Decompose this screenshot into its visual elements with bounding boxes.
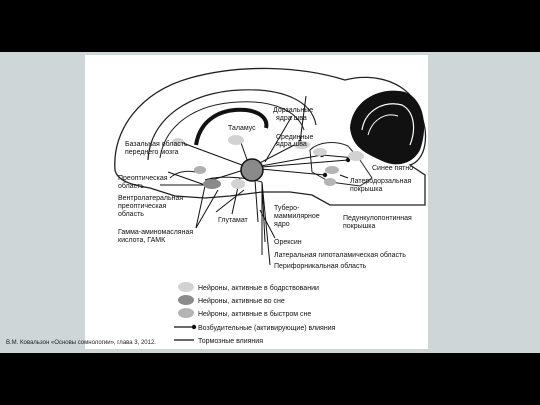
legend-excitatory-label: Возбудительные (активирующие) влияния: [198, 324, 336, 332]
orexin-wake-neurons: [231, 179, 245, 189]
label-tmn-2: маммилярное: [274, 213, 320, 220]
label-median-raphe-2: ядра шва: [276, 141, 307, 148]
label-laterodorsal-2: покрышка: [350, 186, 383, 193]
laterodorsal-rem-neurons: [325, 166, 339, 174]
source-credit: В.М. Ковальзон «Основы сомнологии», глав…: [6, 340, 156, 346]
tmn-sleep-neurons: [240, 158, 264, 182]
vlpo-sleep-neurons: [203, 179, 221, 189]
label-lateral-hypothalamus: Латеральная гипоталамическая область: [274, 251, 406, 259]
label-vlpo-2: преоптическая: [118, 203, 167, 210]
legend: Нейроны, активные в бодрствовании Нейрон…: [174, 282, 336, 345]
legend-sleep-label: Нейроны, активные во сне: [198, 297, 285, 305]
label-orexin: Орексин: [274, 239, 302, 246]
label-dorsal-raphe-1: Дорзальные: [273, 107, 313, 114]
label-laterodorsal-1: Латеродорзальная: [350, 178, 411, 185]
label-basal-forebrain-1: Базальная область: [125, 140, 188, 148]
legend-sleep-swatch: [178, 295, 194, 305]
pedunculopontine-rem-neurons: [324, 178, 336, 186]
brain-outline: [114, 67, 427, 206]
fornix: [194, 107, 269, 146]
label-preoptic-2: область: [118, 182, 144, 190]
legend-rem-label: Нейроны, активные в быстром сне: [198, 310, 311, 318]
label-glutamate: Глутамат: [218, 217, 249, 224]
label-perifornical: Перифорникальная область: [274, 262, 367, 270]
region-labels: Дорзальные ядра шва Таламус Срединные яд…: [118, 107, 413, 270]
legend-wake-swatch: [178, 282, 194, 292]
preoptic-sleep-neurons: [194, 166, 206, 174]
legend-wake-label: Нейроны, активные в бодрствовании: [198, 284, 319, 292]
median-raphe-wake-neurons: [294, 141, 310, 149]
thalamus-wake-neurons: [228, 135, 244, 145]
label-gaba-2: кислота, ГАМК: [118, 237, 166, 244]
label-basal-forebrain-2: переднего мозга: [125, 149, 179, 156]
label-pedunculopontine-1: Педункулопонтинная: [343, 215, 412, 222]
label-gaba-1: Гамма-аминомасляная: [118, 229, 193, 236]
label-pedunculopontine-2: покрышка: [343, 223, 376, 230]
label-preoptic-1: Преоптическая: [118, 175, 168, 182]
label-vlpo-1: Вентролатеральная: [118, 195, 183, 202]
label-thalamus: Таламус: [228, 125, 256, 132]
dorsal-raphe-wake-neurons: [313, 148, 327, 156]
legend-inhibitory-label: Тормозные влияния: [198, 338, 263, 345]
label-tmn-3: ядро: [274, 221, 290, 228]
label-median-raphe-1: Срединные: [276, 134, 313, 141]
label-dorsal-raphe-2: ядра шва: [276, 115, 307, 122]
legend-rem-swatch: [178, 308, 194, 318]
cerebellum: [350, 90, 425, 165]
label-vlpo-3: область: [118, 210, 144, 218]
label-tmn-1: Туберо-: [274, 204, 300, 212]
basal-forebrain-wake-neurons: [172, 138, 184, 146]
locus-coeruleus-wake-neurons: [348, 151, 364, 161]
label-locus-coeruleus: Синее пятно: [372, 165, 413, 172]
